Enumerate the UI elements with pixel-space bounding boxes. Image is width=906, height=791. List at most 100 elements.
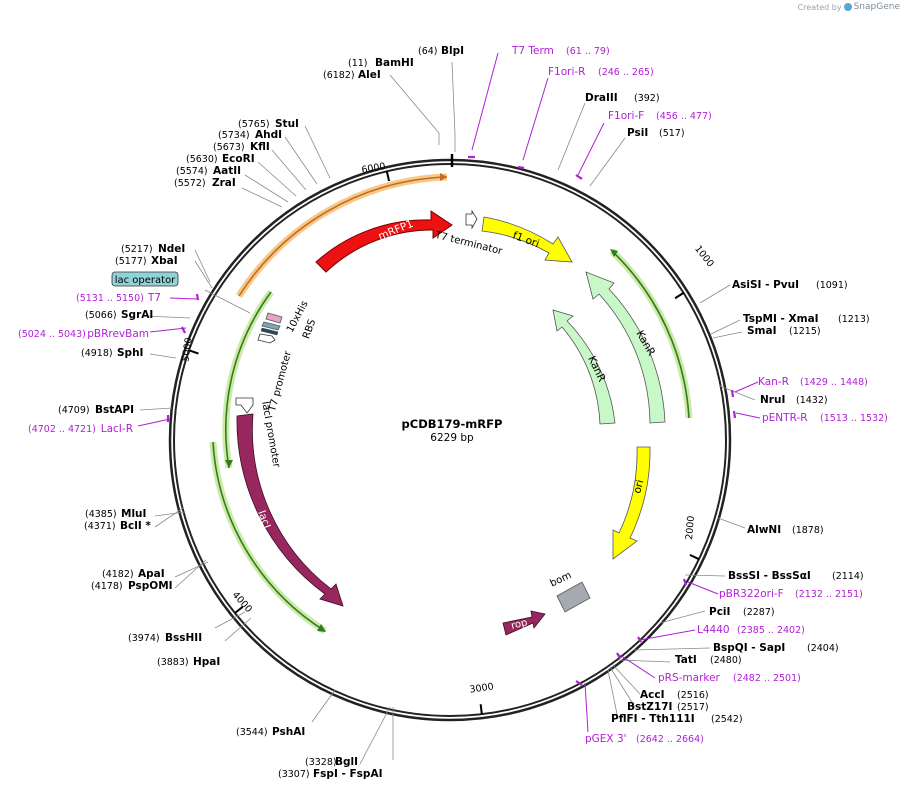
- enzyme-position: (5673): [213, 142, 245, 153]
- enzyme-name: BstZ17I: [627, 701, 672, 713]
- enzyme-name: FspI - FspAI: [313, 768, 383, 780]
- enzyme-position: (1213): [838, 314, 870, 325]
- enzyme-name: PciI: [709, 606, 730, 618]
- enzyme-position: (1215): [789, 326, 821, 337]
- enzyme-name: NruI: [760, 394, 785, 406]
- tick-label: 5000: [180, 337, 194, 362]
- enzyme-position: (5765): [238, 119, 270, 130]
- enzyme-position: (2480): [710, 655, 742, 666]
- enzyme-name: HpaI: [193, 656, 220, 668]
- enzyme-name: SgrAI: [121, 309, 153, 321]
- enzyme-position: (4709): [58, 405, 90, 416]
- enzyme-position: (11): [348, 58, 368, 69]
- primer-range: (2132 .. 2151): [795, 589, 863, 600]
- orf-arc-kanr-head: [610, 249, 618, 257]
- tick-label: 1000: [692, 244, 716, 270]
- enzyme-name: AlwNI: [747, 524, 781, 536]
- enzyme-name: PshAI: [272, 726, 305, 738]
- feature-label: T7 terminator: [433, 230, 504, 258]
- enzyme-name: BstAPI: [95, 404, 134, 416]
- enzyme-position: (5217): [121, 244, 153, 255]
- orf-arc-laci-long-head: [317, 624, 326, 632]
- enzyme-name: SmaI: [747, 325, 777, 337]
- enzyme-position: (5630): [186, 154, 218, 165]
- leader-lines: [139, 61, 756, 765]
- enzyme-position: (5177): [115, 256, 147, 267]
- feature-kanr-outer: [585, 271, 666, 424]
- enzyme-position: (4182): [102, 569, 134, 580]
- watermark-created-by: Created by: [797, 2, 842, 12]
- primer-range: (1429 .. 1448): [800, 377, 868, 388]
- orf-arc-mrfp1-head: [440, 173, 447, 181]
- enzyme-name: AleI: [358, 69, 381, 81]
- feature-mrfp1: [315, 210, 453, 273]
- enzyme-name: BspQI - SapI: [713, 642, 785, 654]
- primer-name: pENTR-R: [762, 412, 808, 424]
- feature-label: lacI promoter: [259, 401, 282, 470]
- enzyme-name: TspMI - XmaI: [743, 313, 819, 325]
- enzyme-position: (1091): [816, 280, 848, 291]
- enzyme-name: ApaI: [138, 568, 165, 580]
- feature-f1-ori: [481, 216, 573, 263]
- enzyme-name: BglI: [335, 756, 358, 768]
- primer-name: pGEX 3': [585, 733, 627, 745]
- tick-mark: [674, 292, 685, 300]
- primer-range: (2642 .. 2664): [636, 734, 704, 745]
- primer-labels: T7 Term(61 .. 79)F1ori-R(246 .. 265)F1or…: [18, 45, 888, 745]
- orf-arc-kanr-core: [611, 250, 690, 419]
- enzyme-position: (4385): [85, 509, 117, 520]
- enzyme-position: (1878): [792, 525, 824, 536]
- primer-lines: [137, 52, 761, 733]
- enzyme-name: StuI: [275, 118, 299, 130]
- primer-range: (1513 .. 1532): [820, 413, 888, 424]
- feature-laci-promoter: [235, 397, 254, 414]
- lac-operator-label: lac operator: [115, 275, 176, 286]
- primer-range: (61 .. 79): [566, 46, 610, 57]
- enzyme-position: (517): [659, 128, 685, 139]
- feature-rbs: [261, 321, 281, 331]
- primer-name: F1ori-R: [548, 66, 585, 78]
- lac-operator-box: [111, 271, 179, 287]
- tick-mark: [234, 605, 244, 614]
- primer-name: L4440: [697, 624, 730, 636]
- feature-label-f1-ori: f1 ori: [511, 230, 541, 251]
- orf-arc-laci-long-core: [212, 441, 326, 632]
- primer-range: (5024 .. 5043): [18, 329, 86, 340]
- primer-name: LacI-R: [101, 423, 133, 435]
- enzyme-position: (2404): [807, 643, 839, 654]
- enzyme-name: SphI: [117, 347, 143, 359]
- enzyme-name: AhdI: [255, 129, 282, 141]
- enzyme-name: XbaI: [151, 255, 178, 267]
- enzyme-name: NdeI: [158, 243, 185, 255]
- enzyme-name: AsiSI - PvuI: [732, 279, 799, 291]
- plasmid-length: 6229 bp: [430, 432, 474, 444]
- primer-name: Kan-R: [758, 376, 789, 388]
- enzyme-position: (64): [418, 46, 438, 57]
- tick-mark: [689, 553, 700, 561]
- feature-ori: [612, 446, 651, 560]
- feature-rop: [502, 610, 546, 636]
- feature-label-rop: rop: [510, 617, 529, 632]
- orf-arc-mrfp1-core: [238, 176, 448, 297]
- enzyme-position: (5574): [176, 166, 208, 177]
- tick-mark: [188, 349, 199, 355]
- primer-range: (2482 .. 2501): [733, 673, 801, 684]
- enzyme-name: BssSI - BssSαI: [728, 570, 811, 582]
- features: mRFP1 f1 ori KanR KanR ori rop lacI: [235, 209, 666, 636]
- enzyme-name: BssHII: [165, 632, 202, 644]
- enzyme-name: AccI: [640, 689, 664, 701]
- enzyme-name: AatII: [213, 165, 241, 177]
- enzyme-name: KflI: [250, 141, 270, 153]
- enzyme-position: (3883): [157, 657, 189, 668]
- primer-marks: [166, 155, 737, 686]
- enzyme-position: (5066): [85, 310, 117, 321]
- plasmid-name: pCDB179-mRFP: [402, 417, 503, 431]
- orf-arc-laci-long: [209, 441, 327, 634]
- enzyme-position: (2542): [711, 714, 743, 725]
- primer-name: pRS-marker: [658, 672, 721, 684]
- primer-range: (246 .. 265): [598, 67, 654, 78]
- enzyme-position: (2114): [832, 571, 864, 582]
- enzyme-position: (2287): [743, 607, 775, 618]
- enzyme-position: (4918): [81, 348, 113, 359]
